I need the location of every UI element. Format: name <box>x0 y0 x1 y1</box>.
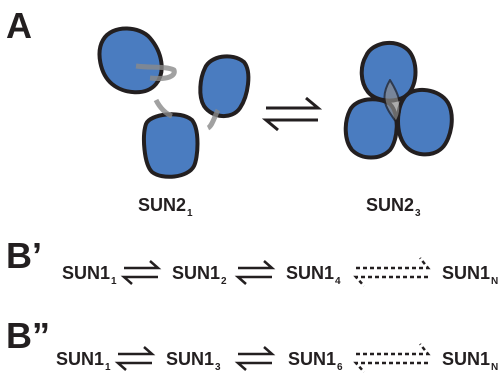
monomer-top-left <box>97 26 164 95</box>
b1-species-1: SUN11 <box>62 263 117 287</box>
caption-sun2-monomer: SUN21 <box>138 195 193 219</box>
b1-species-n-sub: N <box>491 276 499 287</box>
monomer-right <box>198 54 251 118</box>
b1-species-3: SUN14 <box>286 263 341 287</box>
b1-species-n-name: SUN1 <box>442 263 491 283</box>
b2-species-n-name: SUN1 <box>442 349 491 369</box>
b1-species-2-name: SUN1 <box>172 263 221 283</box>
panel-label-a: A <box>6 5 32 46</box>
monomer-top-left-tail <box>135 63 177 81</box>
b2-species-3: SUN16 <box>288 349 343 373</box>
panel-label-b-double-prime: B” <box>6 315 50 356</box>
trimer-subunit-left <box>343 97 399 160</box>
b2-species-2: SUN13 <box>166 349 221 373</box>
b1-species-3-sub: 4 <box>335 276 341 287</box>
monomer-bottom <box>142 112 200 179</box>
caption-sun2-trimer-name: SUN2 <box>366 195 415 215</box>
b1-dashed-equilibrium-arrow <box>353 257 431 287</box>
monomer-bottom-tail <box>153 98 173 119</box>
b1-species-n: SUN1N <box>442 263 498 287</box>
caption-sun2-monomer-name: SUN2 <box>138 195 187 215</box>
b2-species-n-sub: N <box>491 362 499 373</box>
b2-species-1-name: SUN1 <box>56 349 105 369</box>
sun2-monomers <box>97 26 251 179</box>
sun2-trimer <box>343 40 454 160</box>
b2-species-3-sub: 6 <box>337 362 343 373</box>
b1-species-2-sub: 2 <box>221 276 227 287</box>
monomer-right-tail <box>206 108 221 131</box>
b2-species-n: SUN1N <box>442 349 498 373</box>
b2-equilibrium-arrow-1 <box>114 346 156 371</box>
panel-label-b-prime: B’ <box>6 235 42 276</box>
b1-species-1-name: SUN1 <box>62 263 111 283</box>
b1-species-3-name: SUN1 <box>286 263 335 283</box>
caption-sun2-trimer: SUN23 <box>366 195 421 219</box>
b2-species-2-sub: 3 <box>215 362 221 373</box>
caption-sun2-monomer-sub: 1 <box>187 208 193 219</box>
b2-dashed-equilibrium-arrow <box>353 343 431 373</box>
b2-species-3-name: SUN1 <box>288 349 337 369</box>
equilibrium-arrow-a <box>261 96 323 132</box>
b2-species-2-name: SUN1 <box>166 349 215 369</box>
b1-species-2: SUN12 <box>172 263 227 287</box>
b2-species-1: SUN11 <box>56 349 111 373</box>
b2-species-1-sub: 1 <box>105 362 111 373</box>
b1-equilibrium-arrow-1 <box>120 260 162 285</box>
trimer-subunit-right <box>396 88 454 157</box>
caption-sun2-trimer-sub: 3 <box>415 208 421 219</box>
b1-equilibrium-arrow-2 <box>234 260 276 285</box>
trimer-coil <box>383 79 402 123</box>
b2-equilibrium-arrow-2 <box>234 346 276 371</box>
b1-species-1-sub: 1 <box>111 276 117 287</box>
